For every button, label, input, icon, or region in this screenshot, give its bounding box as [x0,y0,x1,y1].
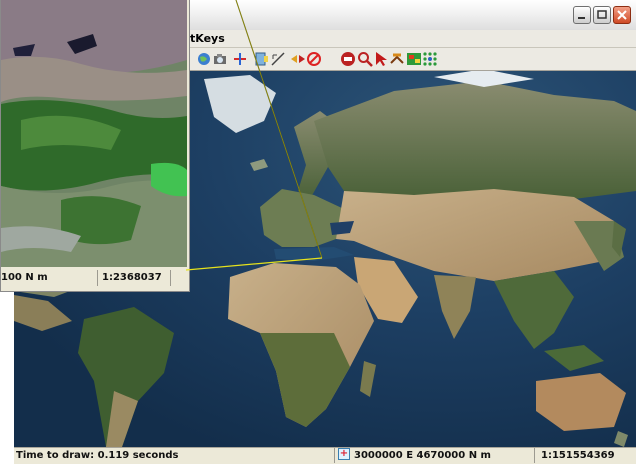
coordinate-readout: +3000000 E 4670000 N m [334,448,530,463]
arrows-icon[interactable] [290,51,306,67]
measure-icon[interactable] [270,51,286,67]
minimize-button[interactable] [573,6,591,24]
inset-status-bar: 100 N m 1:2368037 [1,270,187,288]
image-icon[interactable] [406,51,422,67]
maximize-icon [597,10,607,19]
inset-satellite-image [1,0,187,267]
inset-scale-text: 1:2368037 [102,272,162,283]
scale-text: 1:151554369 [541,450,615,461]
zoom-icon[interactable] [357,51,373,67]
pan-arrows-icon[interactable] [232,51,248,67]
camera-icon[interactable] [212,51,228,67]
block-icon[interactable] [340,51,356,67]
scale-readout: 1:151554369 [534,448,636,463]
inset-scale-readout: 1:2368037 [97,270,171,286]
satellite-world-map [14,71,636,447]
status-bar: Time to draw: 0.119 seconds +3000000 E 4… [14,447,636,464]
grid-dots-icon[interactable] [422,51,438,67]
minimize-icon [578,17,585,19]
inset-map-window[interactable]: 100 N m 1:2368037 [0,0,190,292]
coordinate-text: 3000000 E 4670000 N m [354,450,491,461]
inset-coordinate-text: 100 N m [1,272,48,283]
stop-icon[interactable] [306,51,322,67]
close-button[interactable] [613,6,631,24]
menu-item-hotkeys[interactable]: tKeys [190,32,225,45]
pointer-icon[interactable] [373,51,389,67]
globe-icon[interactable] [196,51,212,67]
inset-satellite-view[interactable] [1,0,187,267]
location-pin-icon[interactable]: + [338,448,350,460]
close-icon [617,10,627,20]
selection-icon[interactable] [254,51,270,67]
layers-icon[interactable] [389,51,405,67]
maximize-button[interactable] [593,6,611,24]
draw-time-text: Time to draw: 0.119 seconds [16,450,179,461]
